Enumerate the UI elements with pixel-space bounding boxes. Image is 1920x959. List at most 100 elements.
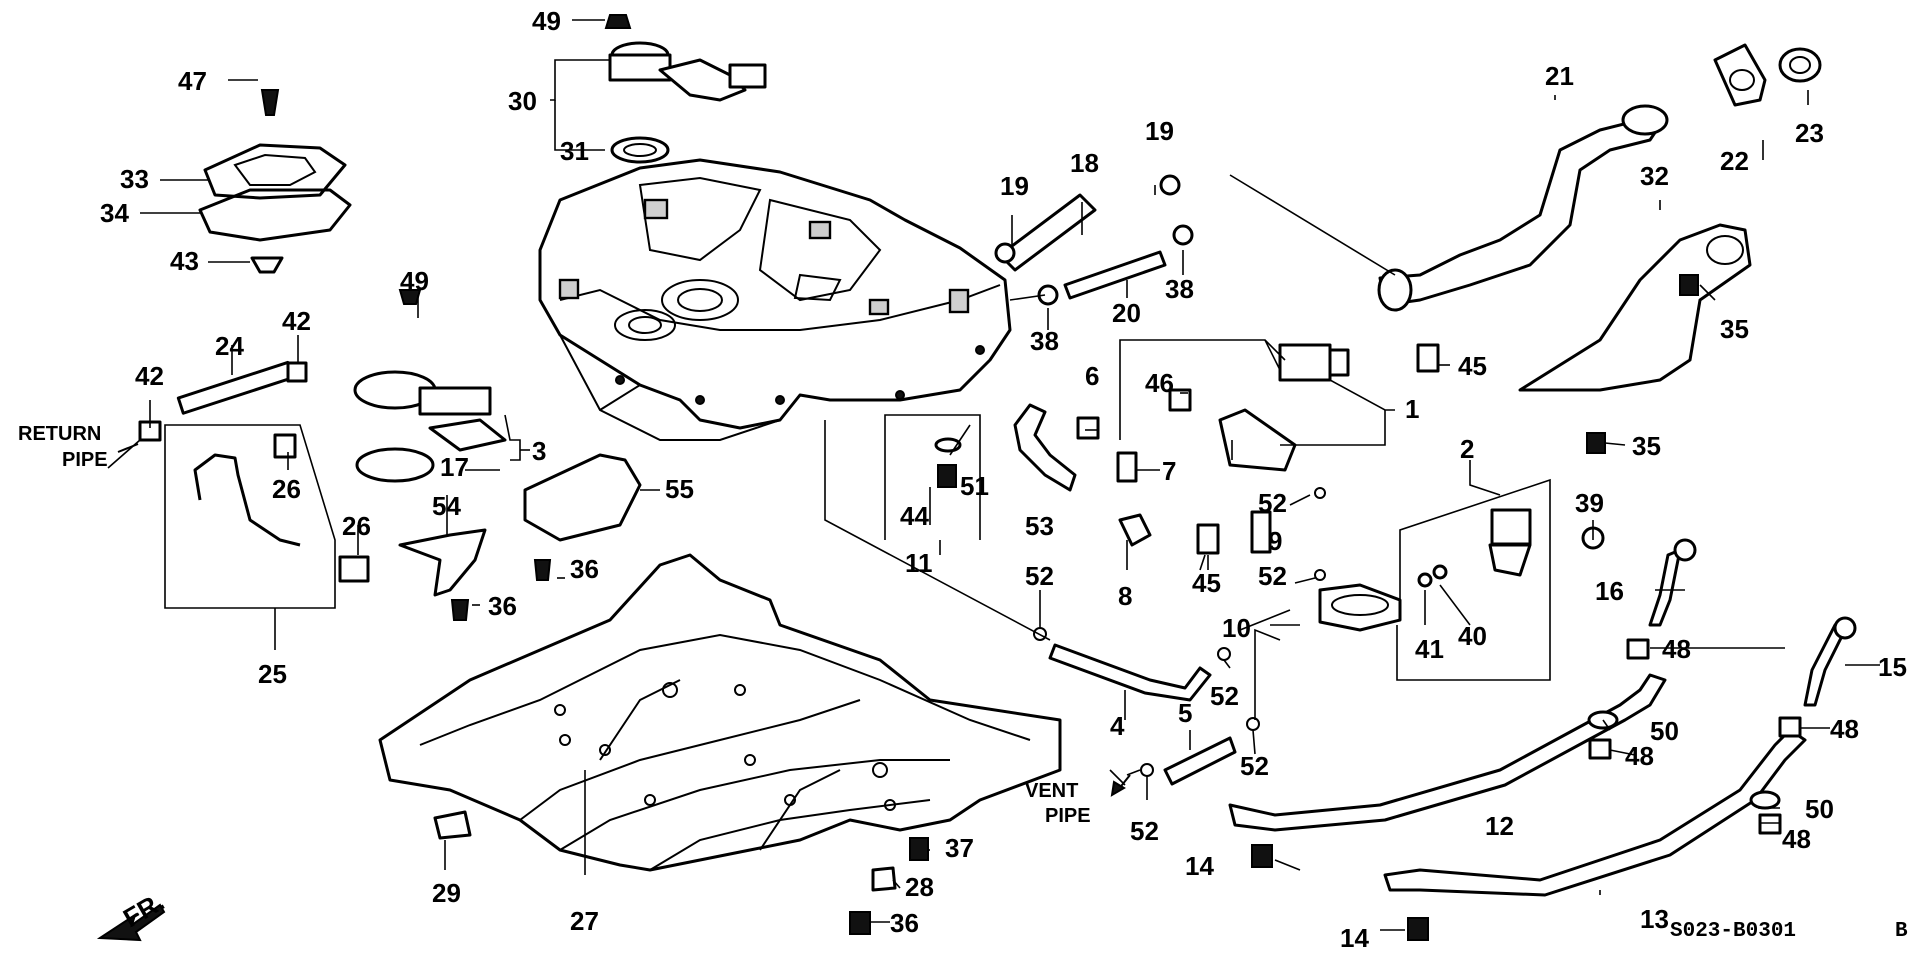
- clip-43: [250, 256, 284, 274]
- label-49-top: 49: [532, 6, 561, 36]
- label-51: 51: [960, 471, 989, 501]
- label-38-right: 38: [1165, 274, 1194, 304]
- label-16: 16: [1595, 576, 1624, 606]
- label-55: 55: [665, 474, 694, 504]
- label-7: 7: [1162, 456, 1176, 486]
- fuel-pump-unit: [608, 41, 767, 102]
- tank-guard-plate: [378, 553, 1062, 872]
- label-35-top: 35: [1720, 314, 1749, 344]
- label-36-b: 36: [488, 591, 517, 621]
- label-42-left: 42: [135, 361, 164, 391]
- hose-24: [176, 360, 295, 415]
- label-54: 54: [432, 491, 461, 521]
- clip-19-left: [994, 242, 1016, 264]
- hose-9: [1250, 510, 1272, 554]
- bracket-55: [523, 453, 642, 542]
- front-arrow-icon: [96, 903, 166, 942]
- drawing-revision: B: [1895, 920, 1908, 943]
- label-35-mid: 35: [1632, 431, 1661, 461]
- valve-8: [1118, 513, 1152, 547]
- label-12: 12: [1485, 811, 1514, 841]
- washer-41: [1417, 572, 1433, 588]
- label-5: 5: [1178, 698, 1192, 728]
- bolt-36-a: [533, 559, 552, 581]
- label-30: 30: [508, 86, 537, 116]
- clip-52-d: [1140, 763, 1154, 777]
- return-pipe-label-line1: RETURN: [18, 423, 101, 445]
- access-cover: [198, 143, 352, 242]
- label-48-a: 48: [1662, 634, 1691, 664]
- clip-35-top: [1679, 274, 1699, 296]
- label-19-left: 19: [1000, 171, 1029, 201]
- nut-49-top: [604, 14, 632, 29]
- filler-lid-22: [1713, 43, 1767, 107]
- label-52-b: 52: [1210, 681, 1239, 711]
- hose-18: [998, 193, 1097, 272]
- label-48-c: 48: [1830, 714, 1859, 744]
- nut-48-c: [1778, 716, 1802, 738]
- label-44: 44: [900, 501, 929, 531]
- label-39: 39: [1575, 488, 1604, 518]
- clip-28: [871, 866, 897, 892]
- return-pipe-label-line2: PIPE: [62, 449, 108, 471]
- clip-52-f: [1314, 569, 1326, 581]
- label-29: 29: [432, 878, 461, 908]
- clip-52-e: [1314, 487, 1326, 499]
- label-17: 17: [440, 452, 469, 482]
- label-52-e: 52: [1258, 488, 1287, 518]
- bolt-36-c: [849, 911, 871, 935]
- bolt-6: [1076, 416, 1100, 440]
- label-36-c: 36: [890, 908, 919, 938]
- part-number-labels: 49 30 31 47 33 34 43 49 42 24 42 RETURN …: [18, 6, 1908, 953]
- washer-40: [1432, 564, 1448, 580]
- clip-19-right: [1159, 174, 1181, 196]
- screw-47: [260, 89, 280, 116]
- clip-26-bottom: [338, 555, 370, 583]
- label-14-left: 14: [1185, 851, 1214, 881]
- label-1: 1: [1405, 394, 1419, 424]
- label-48-b: 48: [1625, 741, 1654, 771]
- label-26-top: 26: [272, 474, 301, 504]
- clip-52-c: [1246, 717, 1260, 731]
- clip-38-right: [1172, 224, 1194, 246]
- label-50-a: 50: [1650, 716, 1679, 746]
- label-34: 34: [100, 198, 129, 228]
- label-4: 4: [1110, 711, 1125, 741]
- label-52-a: 52: [1025, 561, 1054, 591]
- bolt-14-left: [1251, 844, 1273, 868]
- fuel-filler-neck: [1378, 118, 1662, 307]
- label-18: 18: [1070, 148, 1099, 178]
- label-28: 28: [905, 872, 934, 902]
- nut-48-b: [1588, 738, 1612, 760]
- label-26-bottom: 26: [342, 511, 371, 541]
- tank-strap-13: [1383, 728, 1807, 897]
- return-pipe-hose: [193, 453, 301, 547]
- nut-49-mid: [398, 289, 422, 305]
- clip-42-right: [286, 361, 308, 383]
- label-9: 9: [1268, 526, 1282, 556]
- label-53: 53: [1025, 511, 1054, 541]
- label-37: 37: [945, 833, 974, 863]
- label-45-right: 45: [1458, 351, 1487, 381]
- label-20: 20: [1112, 298, 1141, 328]
- label-11: 11: [905, 548, 933, 578]
- clip-52-b: [1217, 647, 1231, 661]
- label-2: 2: [1460, 434, 1474, 464]
- label-38-left: 38: [1030, 326, 1059, 356]
- clip-29: [433, 810, 472, 840]
- label-52-f: 52: [1258, 561, 1287, 591]
- charcoal-canister-10: [1318, 583, 1402, 632]
- label-22: 22: [1720, 146, 1749, 176]
- label-25: 25: [258, 659, 287, 689]
- gasket-17: [355, 447, 435, 483]
- label-47: 47: [178, 66, 207, 96]
- fuel-cap-23: [1778, 47, 1822, 83]
- label-52-d: 52: [1130, 816, 1159, 846]
- label-48-d: 48: [1782, 824, 1811, 854]
- hose-20: [1063, 250, 1167, 300]
- label-49-mid: 49: [400, 266, 429, 296]
- label-43: 43: [170, 246, 199, 276]
- bolt-37: [909, 837, 929, 861]
- label-41: 41: [1415, 634, 1444, 664]
- evap-valve-1: [1218, 343, 1350, 472]
